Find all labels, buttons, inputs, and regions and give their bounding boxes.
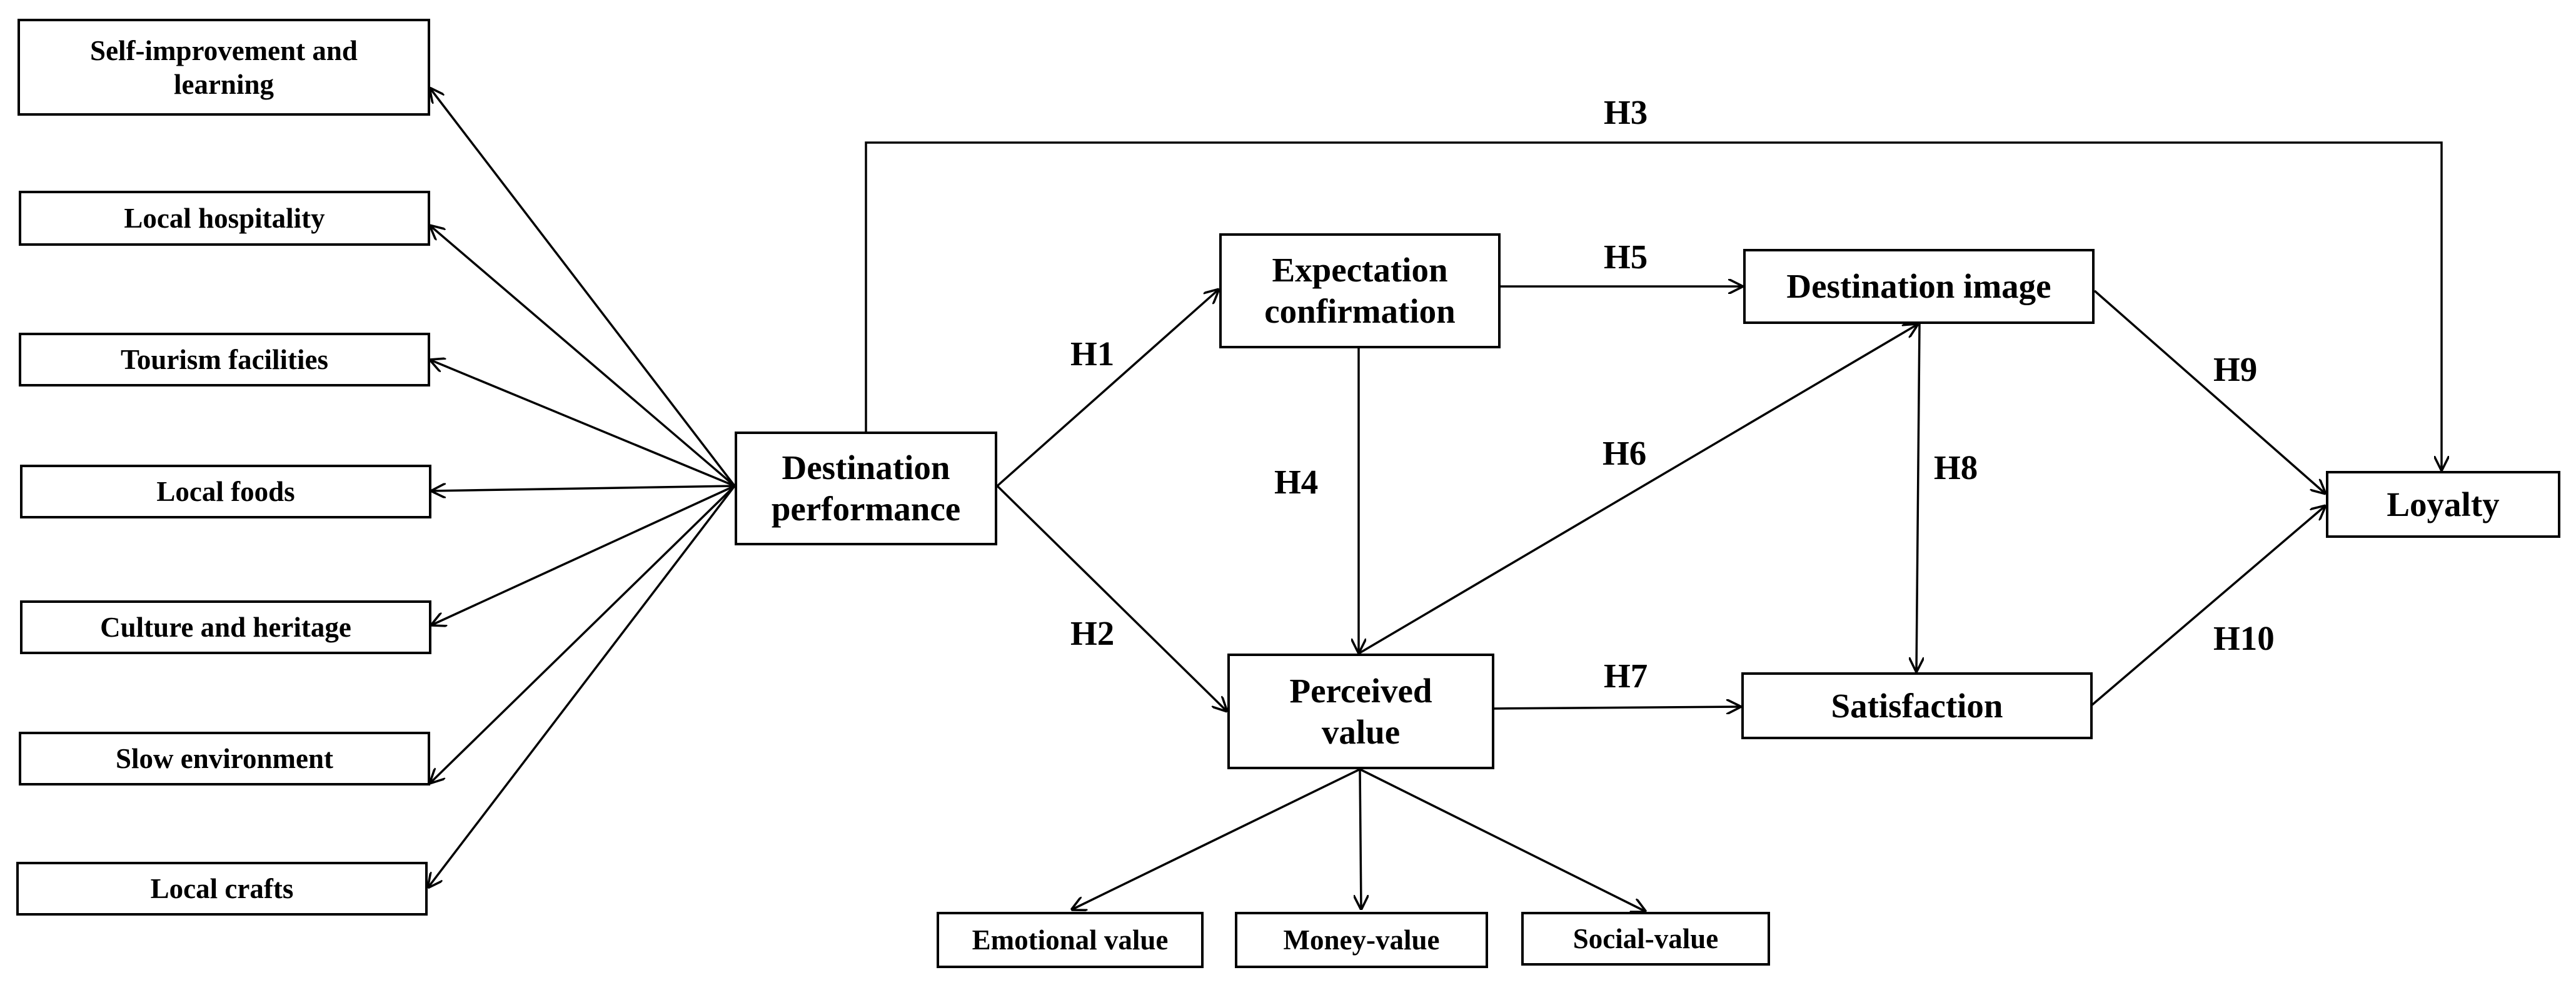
node-destination-image: Destination image xyxy=(1743,249,2095,324)
label-h10: H10 xyxy=(2213,619,2275,657)
label-h8: H8 xyxy=(1934,448,1978,487)
node-local-hospitality: Local hospitality xyxy=(19,191,430,246)
node-local-crafts: Local crafts xyxy=(16,862,428,916)
edge-performance-to-tourism-facilities xyxy=(430,360,735,487)
node-slow-environment: Slow environment xyxy=(19,732,430,785)
edge-performance-to-local-crafts xyxy=(428,485,736,888)
label-h4: H4 xyxy=(1274,463,1319,501)
node-expectation-confirmation: Expectation confirmation xyxy=(1219,233,1501,348)
edge-value-to-emotional xyxy=(1071,768,1361,910)
node-self-improvement: Self-improvement and learning xyxy=(18,19,430,116)
edge-h7 xyxy=(1492,707,1741,709)
node-money-value: Money-value xyxy=(1235,912,1488,968)
edge-value-to-social xyxy=(1359,768,1646,912)
label-h5: H5 xyxy=(1604,238,1648,276)
edge-performance-to-slow-environment xyxy=(430,485,736,784)
node-perceived-value: Perceived value xyxy=(1227,654,1494,769)
edge-value-to-money xyxy=(1360,769,1361,910)
node-tourism-facilities: Tourism facilities xyxy=(19,333,430,386)
edge-performance-to-culture-heritage xyxy=(431,485,735,625)
edge-h6 xyxy=(1358,324,1918,655)
edge-performance-to-local-foods xyxy=(431,486,735,491)
label-h9: H9 xyxy=(2213,350,2258,388)
edge-performance-to-self-improvement xyxy=(430,88,736,487)
node-local-foods: Local foods xyxy=(20,465,431,518)
node-emotional-value: Emotional value xyxy=(937,912,1204,968)
edge-h1 xyxy=(996,289,1219,487)
label-h7: H7 xyxy=(1604,657,1648,695)
edge-performance-to-local-hospitality xyxy=(430,225,736,487)
label-h1: H1 xyxy=(1070,335,1115,373)
edge-h3 xyxy=(865,141,2442,471)
edge-h9 xyxy=(2093,290,2326,494)
label-h3: H3 xyxy=(1604,93,1648,131)
edge-h8 xyxy=(1916,323,1919,672)
node-social-value: Social-value xyxy=(1521,912,1770,966)
node-satisfaction: Satisfaction xyxy=(1741,672,2093,739)
label-h6: H6 xyxy=(1602,434,1647,472)
node-loyalty: Loyalty xyxy=(2326,471,2560,538)
edge-h10 xyxy=(2090,505,2326,707)
label-h2: H2 xyxy=(1070,614,1115,652)
node-destination-performance: Destination performance xyxy=(735,432,997,545)
node-culture-heritage: Culture and heritage xyxy=(20,600,431,654)
edge-h2 xyxy=(996,485,1227,712)
